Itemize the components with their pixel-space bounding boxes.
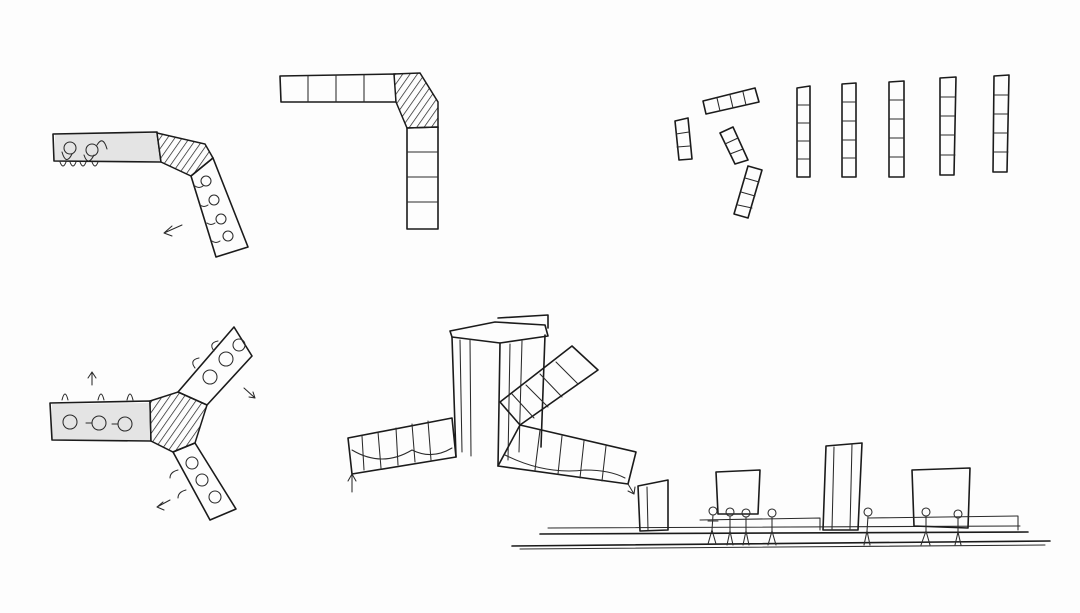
arrow-icon [627, 483, 636, 495]
module-column-icon [796, 74, 1010, 178]
arrow-icon [163, 224, 183, 237]
seated-figures-icon [169, 456, 222, 504]
arrow-icon [87, 371, 97, 386]
bent-bench-plan [52, 131, 249, 258]
corner-module-plan [279, 72, 439, 230]
seated-figures-icon [192, 338, 246, 385]
elevation-sketch [511, 442, 1051, 550]
arrow-icon [156, 499, 171, 511]
seated-figures-icon [194, 175, 234, 244]
arrow-icon [243, 387, 256, 399]
seated-figures-icon [61, 393, 134, 432]
people-figures-icon [707, 506, 963, 546]
seated-figures-icon [59, 140, 108, 167]
arrow-icon [347, 473, 357, 493]
three-arm-bench-plan [49, 326, 256, 521]
scattered-modules-plan [674, 74, 1010, 219]
perspective-sketch [347, 314, 637, 495]
